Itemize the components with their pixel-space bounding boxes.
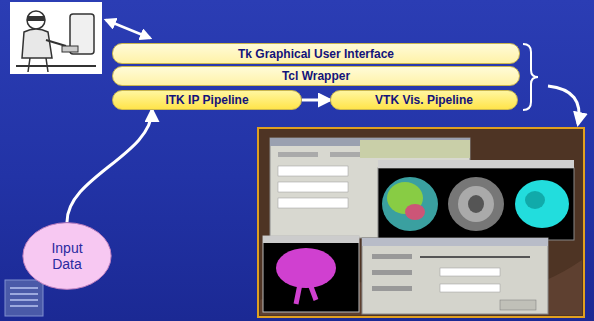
wrapper-band: Tcl Wrapper	[112, 66, 520, 86]
node-label: Input Data	[39, 240, 95, 272]
node-label: Tcl Wrapper	[282, 69, 350, 83]
input-ellipse: Input Data	[22, 222, 112, 290]
node-label: Tk Graphical User Interface	[238, 47, 394, 61]
node-label: ITK IP Pipeline	[165, 93, 248, 107]
library-logo	[5, 280, 43, 316]
output-arrow	[548, 86, 579, 124]
screenshot	[258, 128, 584, 317]
flow-arrow	[67, 110, 152, 222]
user-arrow	[106, 20, 150, 38]
user-figure	[10, 2, 102, 74]
group-brace	[523, 44, 538, 110]
node-label: VTK Vis. Pipeline	[375, 93, 473, 107]
gui-band: Tk Graphical User Interface	[112, 43, 520, 64]
pipeline-box: ITK IP Pipeline	[112, 90, 302, 110]
flow-arrow	[302, 99, 330, 102]
pipeline-box: VTK Vis. Pipeline	[330, 90, 518, 110]
